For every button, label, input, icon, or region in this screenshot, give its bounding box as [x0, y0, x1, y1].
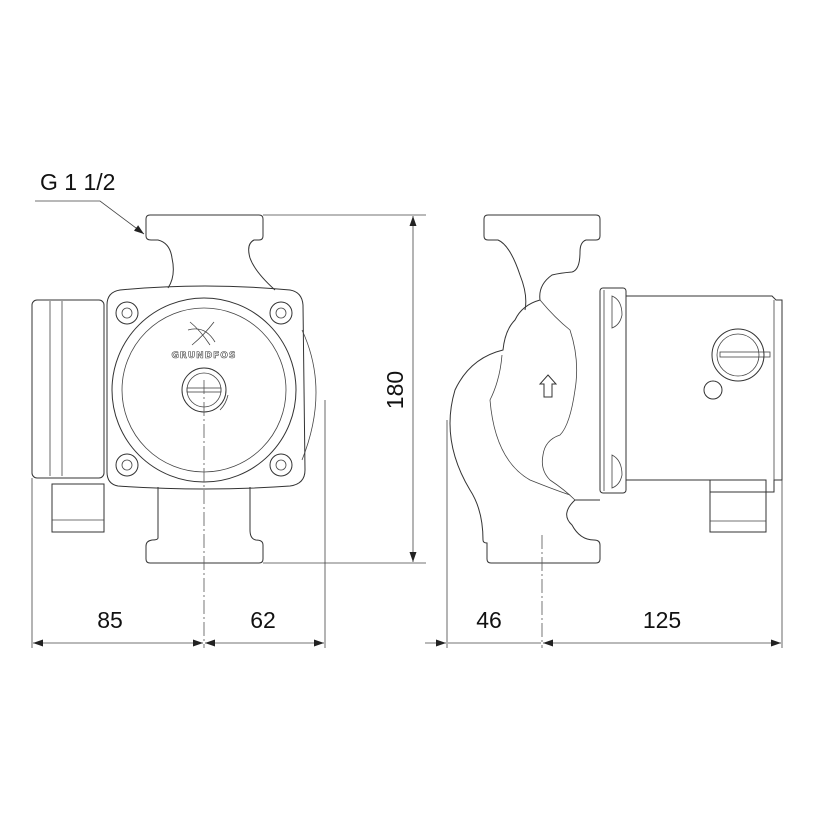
screw-holes: [115, 301, 293, 477]
side-width-dimensions: 46 125: [425, 607, 781, 647]
pump-head: [106, 285, 306, 490]
side-speed-knob-icon: [711, 328, 771, 382]
side-view: [446, 214, 783, 648]
motor-housing: [626, 295, 783, 493]
top-flange: [150, 214, 276, 291]
brand-logo-text: GRUNDFOS: [172, 351, 237, 361]
cable-gland: [51, 483, 105, 533]
dimension-62-label: 62: [250, 607, 276, 633]
dimension-85-label: 85: [97, 607, 123, 633]
thread-label: G 1 1/2: [40, 169, 115, 195]
grundfos-logo-icon: GRUNDFOS: [171, 321, 237, 361]
height-dimension-label: 180: [382, 371, 408, 409]
side-top-flange: [449, 214, 601, 564]
dimension-125-label: 125: [643, 607, 681, 633]
terminal-box: [31, 299, 105, 479]
height-dimension: 180: [263, 214, 426, 564]
dimension-46-label: 46: [476, 607, 502, 633]
flow-direction-arrow-icon: [538, 374, 558, 398]
bottom-flange: [145, 487, 264, 564]
motor-flange: [599, 287, 627, 494]
indicator-light-icon: [703, 380, 723, 400]
top-flange-left: [145, 214, 174, 289]
front-width-dimensions: 85 62: [33, 607, 324, 647]
speed-selector-knob-icon: [181, 367, 229, 413]
thread-callout: G 1 1/2: [35, 169, 145, 235]
front-view: GRUNDFOS: [31, 214, 326, 648]
side-cable-gland: [709, 479, 767, 533]
